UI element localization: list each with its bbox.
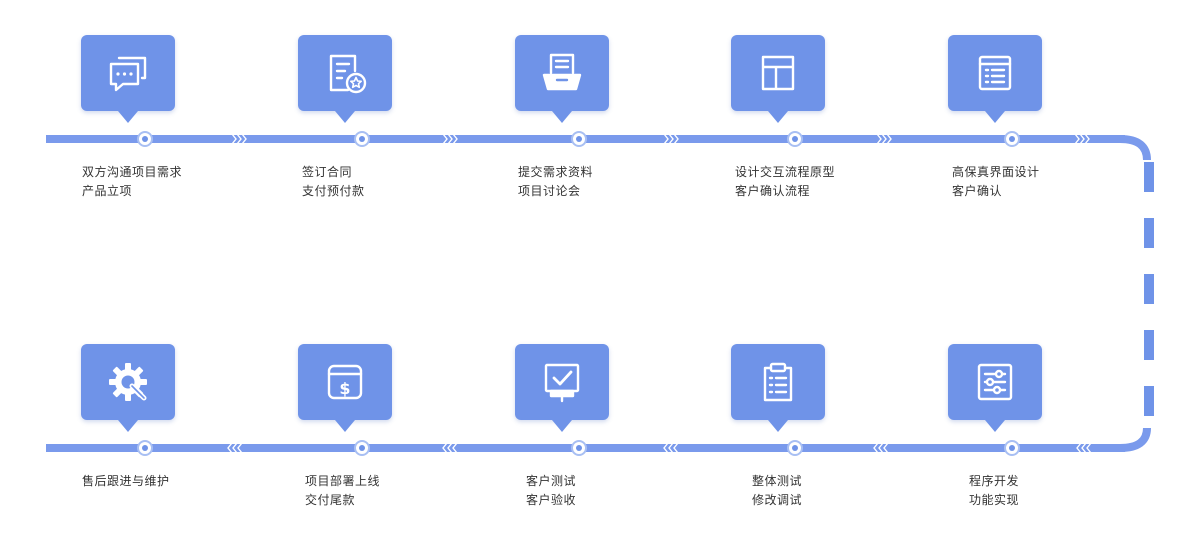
step-9-line2: 交付尾款	[305, 493, 356, 507]
step-10-icon-box	[81, 344, 175, 432]
step-2-node	[354, 131, 370, 147]
chevron-left-icon	[663, 442, 679, 454]
step-2-line1: 签订合同	[302, 165, 353, 179]
step-4-node	[787, 131, 803, 147]
step-3-node	[571, 131, 587, 147]
monitor-check-icon	[544, 363, 580, 403]
step-2-icon-box	[298, 35, 392, 123]
svg-text:$: $	[339, 379, 350, 398]
step-1-line2: 产品立项	[82, 184, 133, 198]
right-turn-top	[1119, 135, 1151, 161]
step-1-label: 双方沟通项目需求 产品立项	[82, 163, 182, 201]
chat-bubbles-icon	[109, 56, 147, 92]
chevron-right-icon	[663, 133, 679, 145]
step-2-label: 签订合同 支付预付款	[302, 163, 365, 201]
document-tray-icon	[542, 53, 582, 91]
step-8-icon-box	[515, 344, 609, 432]
step-3-line1: 提交需求资料	[518, 165, 594, 179]
chevron-right-icon	[1074, 133, 1090, 145]
chevron-left-icon	[227, 442, 243, 454]
step-1-line1: 双方沟通项目需求	[82, 165, 183, 179]
step-5-line1: 高保真界面设计	[952, 165, 1040, 179]
step-9-line1: 项目部署上线	[305, 474, 381, 488]
chevron-right-icon	[231, 133, 247, 145]
step-4-label: 设计交互流程原型 客户确认流程	[735, 163, 835, 201]
step-4-line1: 设计交互流程原型	[735, 165, 836, 179]
step-4-icon-box	[731, 35, 825, 123]
step-1-node	[137, 131, 153, 147]
step-7-icon-box	[731, 344, 825, 432]
step-10-label: 售后跟进与维护	[82, 472, 170, 491]
layout-wireframe-icon	[761, 55, 795, 91]
step-2-line2: 支付预付款	[302, 184, 365, 198]
step-7-line2: 修改调试	[752, 493, 803, 507]
step-8-label: 客户测试 客户验收	[526, 472, 576, 510]
browser-dollar-icon: $	[327, 364, 363, 400]
step-9-node	[354, 440, 370, 456]
step-10-line1: 售后跟进与维护	[82, 474, 170, 488]
chevron-left-icon	[442, 442, 458, 454]
chevron-left-icon	[1076, 442, 1092, 454]
step-9-icon-box: $	[298, 344, 392, 432]
step-7-line1: 整体测试	[752, 474, 803, 488]
step-6-icon-box	[948, 344, 1042, 432]
step-3-icon-box	[515, 35, 609, 123]
sliders-icon	[977, 363, 1013, 401]
step-5-line2: 客户确认	[952, 184, 1003, 198]
step-6-line1: 程序开发	[969, 474, 1020, 488]
contract-seal-icon	[329, 54, 367, 94]
step-8-line1: 客户测试	[526, 474, 577, 488]
step-5-icon-box	[948, 35, 1042, 123]
chevron-right-icon	[442, 133, 458, 145]
step-5-node	[1004, 131, 1020, 147]
step-3-label: 提交需求资料 项目讨论会	[518, 163, 593, 201]
gear-wrench-icon	[109, 363, 147, 401]
clipboard-checklist-icon	[763, 362, 793, 402]
step-9-label: 项目部署上线 交付尾款	[305, 472, 380, 510]
step-6-node	[1004, 440, 1020, 456]
step-5-label: 高保真界面设计 客户确认	[952, 163, 1040, 201]
step-10-node	[137, 440, 153, 456]
step-7-label: 整体测试 修改调试	[752, 472, 802, 510]
step-8-line2: 客户验收	[526, 493, 577, 507]
step-8-node	[571, 440, 587, 456]
ui-page-icon	[978, 55, 1012, 91]
chevron-left-icon	[873, 442, 889, 454]
step-1-icon-box	[81, 35, 175, 123]
step-4-line2: 客户确认流程	[735, 184, 811, 198]
step-7-node	[787, 440, 803, 456]
chevron-right-icon	[876, 133, 892, 145]
step-6-label: 程序开发 功能实现	[969, 472, 1019, 510]
step-6-line2: 功能实现	[969, 493, 1020, 507]
step-3-line2: 项目讨论会	[518, 184, 581, 198]
